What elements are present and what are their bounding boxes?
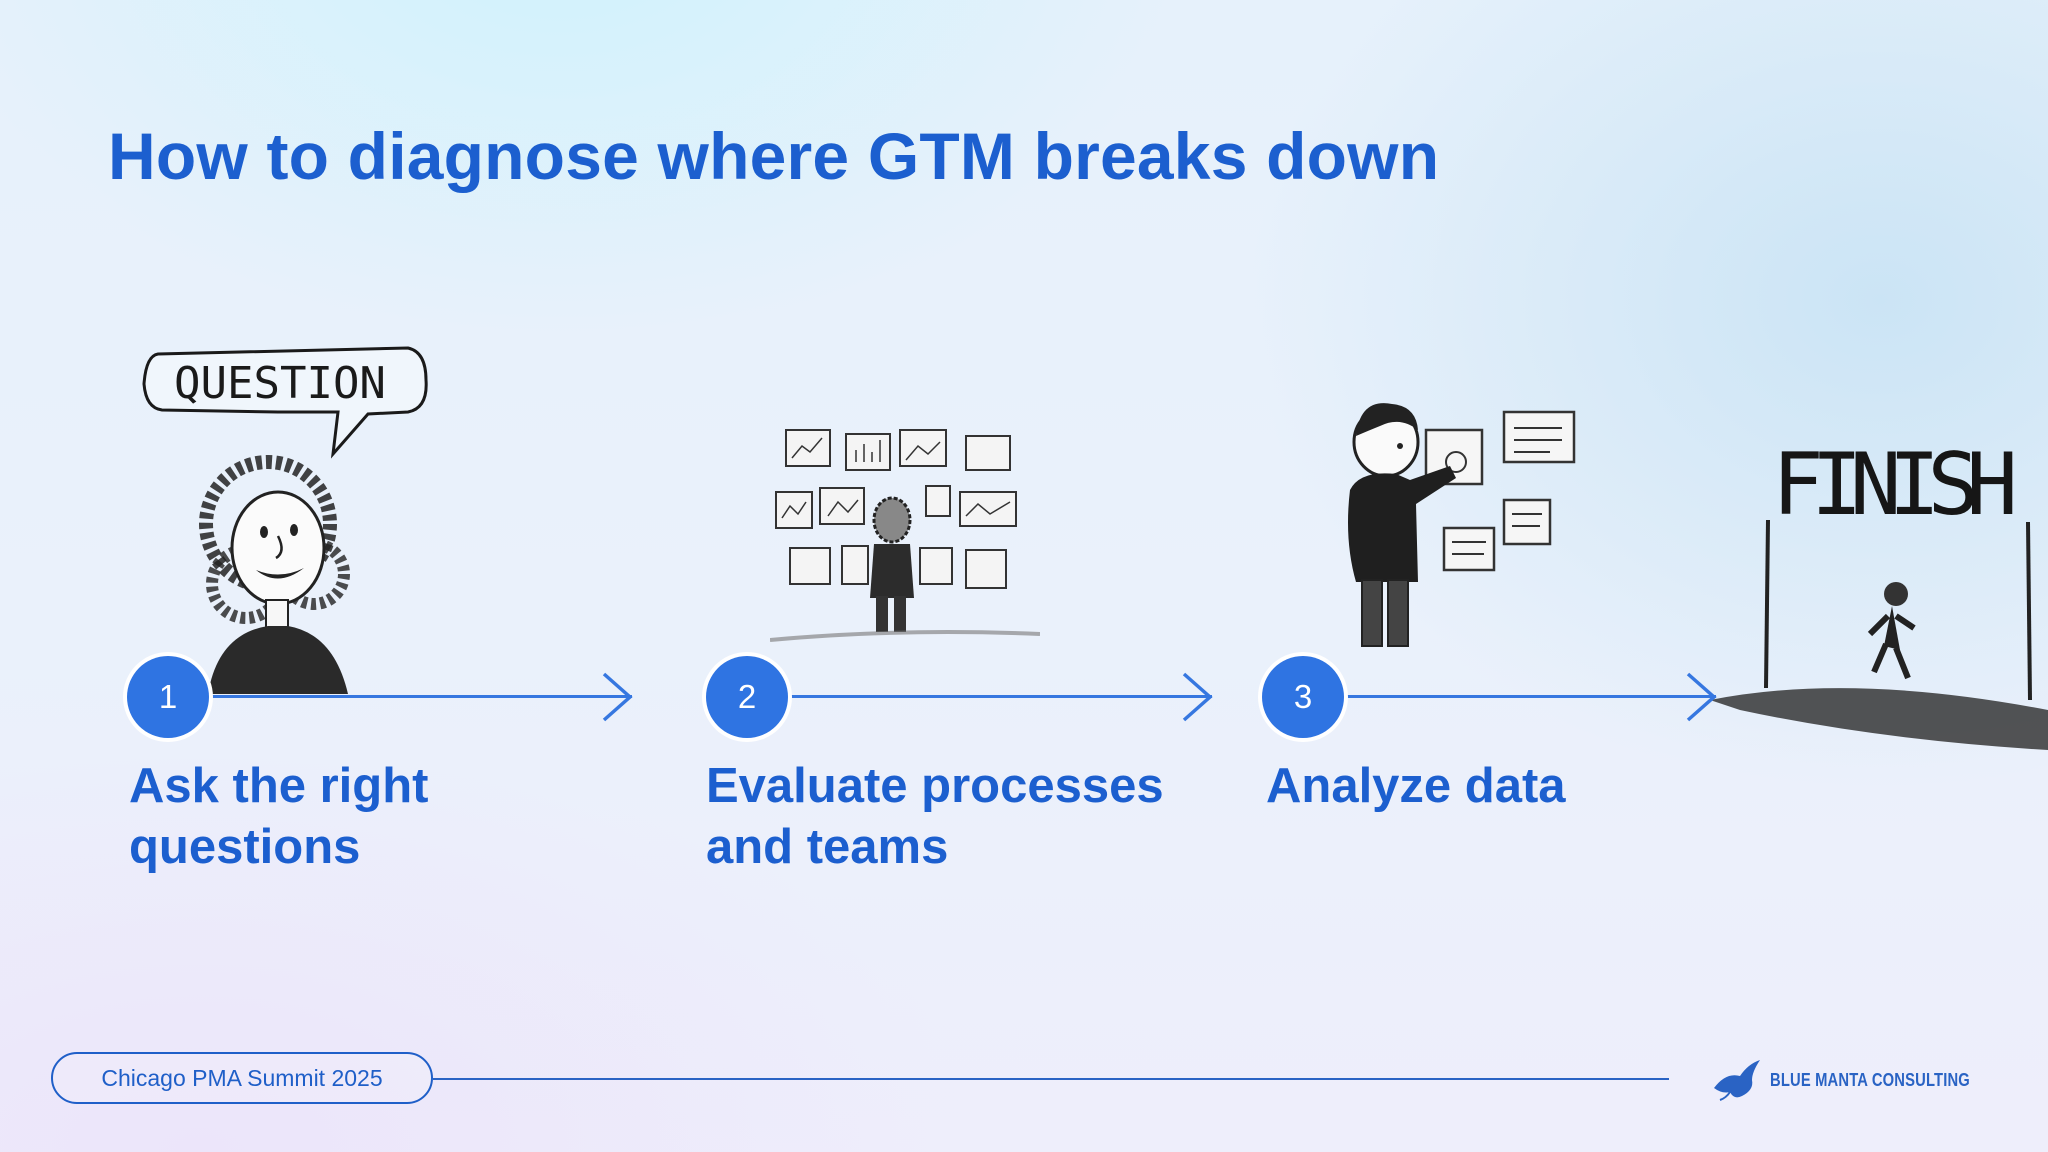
step-1-label-line-2: questions [129, 820, 361, 874]
step-2-arrow-icon [1182, 672, 1213, 722]
step-1-badge: 1 [127, 656, 209, 738]
finish-line-illustration: FINISH [1700, 410, 2048, 760]
step-1-label-line-1: Ask the right [129, 759, 429, 813]
analyze-data-illustration [1300, 370, 1600, 670]
step-2-label-line-1: Evaluate processes [706, 759, 1164, 813]
step-1-connector [200, 695, 632, 698]
step-2-connector [780, 695, 1212, 698]
brand-name: BLUE MANTA CONSULTING [1770, 1069, 1970, 1090]
step-2-label: Evaluate processes and teams [706, 756, 1226, 878]
step-3-label: Analyze data [1266, 756, 1786, 817]
footer-divider [433, 1078, 1669, 1080]
step-3-arrow-icon [1686, 672, 1717, 722]
event-name-pill: Chicago PMA Summit 2025 [51, 1052, 433, 1104]
step-2-badge: 2 [706, 656, 788, 738]
dashboard-wall-illustration [770, 420, 1040, 650]
step-3-label-line-1: Analyze data [1266, 759, 1566, 813]
step-1-label: Ask the right questions [129, 756, 649, 878]
step-3-connector [1336, 695, 1716, 698]
step-1-arrow-icon [602, 672, 633, 722]
question-bubble-text: QUESTION [174, 358, 386, 409]
woman-question-illustration: QUESTION [138, 334, 438, 694]
step-3-badge: 3 [1262, 656, 1344, 738]
finish-sign-text: FINISH [1772, 435, 2018, 535]
brand-logo: BLUE MANTA CONSULTING [1712, 1058, 2014, 1102]
step-2-label-line-2: and teams [706, 820, 949, 874]
manta-ray-icon [1714, 1060, 1760, 1101]
slide-title: How to diagnose where GTM breaks down [108, 119, 1440, 193]
